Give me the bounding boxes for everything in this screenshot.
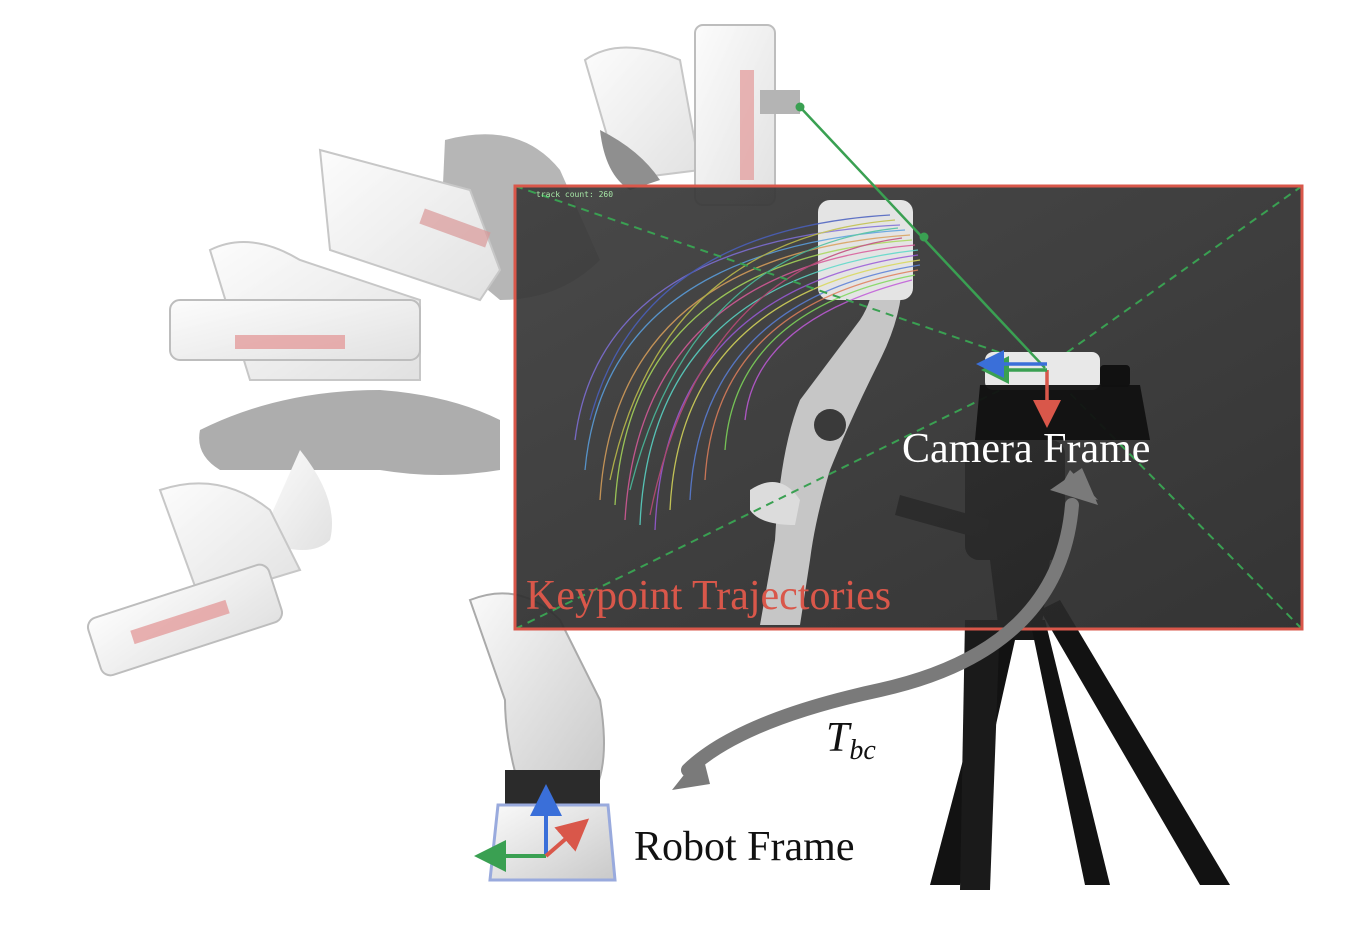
- transform-subscript: bc: [849, 735, 876, 766]
- robot-frame-axes: [474, 784, 590, 872]
- transform-label: Tbc: [826, 714, 876, 767]
- overlay-track-counter: track count: 260: [536, 190, 614, 199]
- keypoint-projection-line: [795, 102, 1046, 369]
- keypoint-3d-marker: [795, 102, 805, 112]
- ghost-robot-poses: [86, 24, 800, 677]
- robot-base: [468, 592, 617, 882]
- camera-frame-label: Camera Frame: [902, 426, 1151, 472]
- keypoint-trajectories-label: Keypoint Trajectories: [526, 573, 892, 619]
- camera-frame-axes: [976, 350, 1061, 428]
- keypoint-2d-marker: [919, 232, 929, 242]
- robot-frame-label: Robot Frame: [634, 824, 855, 870]
- camera-frustum-lines: [514, 185, 1303, 630]
- transform-arrow: [672, 468, 1098, 790]
- transform-symbol: T: [826, 715, 850, 761]
- keypoint-trajectory-panel: [513, 184, 1304, 631]
